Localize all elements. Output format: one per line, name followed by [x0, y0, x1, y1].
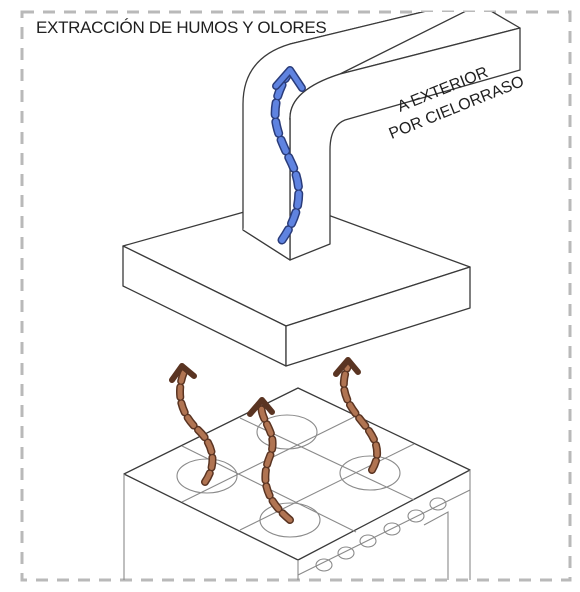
stove: [123, 387, 471, 580]
smoke-arrow-center-icon: [247, 397, 294, 524]
smoke-arrow-right-icon: [333, 357, 382, 474]
exhaust-duct: [242, 12, 521, 261]
extractor-hood: [122, 199, 471, 367]
extraction-arrow-icon: [270, 66, 306, 245]
diagram-title: EXTRACCIÓN DE HUMOS Y OLORES: [36, 18, 327, 37]
smoke-arrow-left-icon: [169, 363, 217, 486]
dashed-border: [20, 10, 572, 582]
